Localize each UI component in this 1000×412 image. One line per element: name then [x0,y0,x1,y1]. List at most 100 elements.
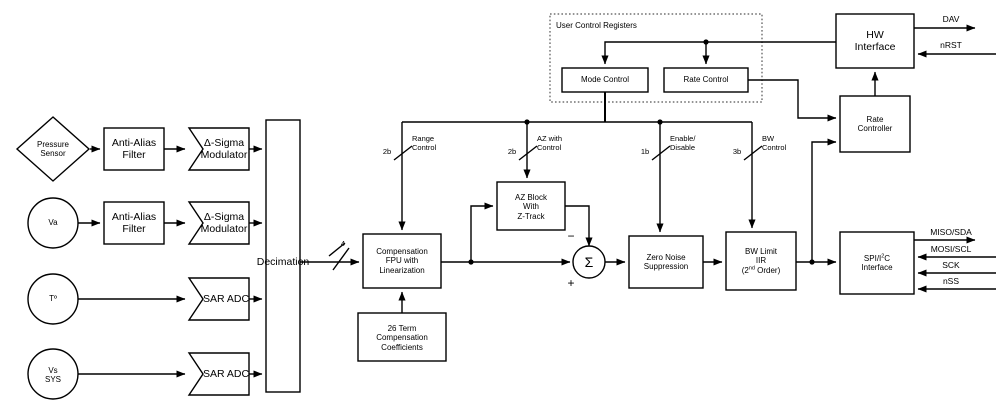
pressure-sensor-label: Pressure Sensor [17,132,89,166]
anti-alias-filter-1-shape [103,127,165,171]
range-control-bits: 2b [382,146,392,156]
delta-sigma-modulator-2-label: Δ-Sigma Modulator [198,205,250,241]
spi-post: C [884,253,891,263]
zero-noise-line2: Suppression [643,262,689,271]
hw-interface-line1: HW [866,28,884,41]
delta-sigma-modulator-2-shape [187,201,250,245]
az-control-label: AZ with Control [537,132,583,156]
spi-i2c-label: SPI/I2C Interface [840,240,914,286]
va-source-label: Va [48,218,58,228]
zero-noise-label: Zero Noise Suppression [629,244,703,280]
bw-control-label: BW Control [762,132,806,156]
bw-limit-shape [725,231,797,291]
spi-sup: 2 [881,253,885,260]
anti-alias-filter-1-label: Anti-Alias Filter [104,131,164,167]
modulator-2-line1: Δ-Sigma [203,210,245,223]
mosi-scl-signal-label: MOSI/SCL [930,243,972,254]
fpu-line3: Linearization [379,265,425,275]
summation-minus-sign: − [567,229,575,244]
rate-controller-label: Rate Controller [840,102,910,146]
pressure-sensor-shape [15,116,91,182]
sck-signal-label: SCK [942,259,960,270]
nss-signal-label: nSS [942,275,960,286]
rate-control-shape [663,67,749,93]
modulator-2-line2: Modulator [200,223,248,235]
anti-alias-2-line1: Anti-Alias [111,210,157,223]
vs-sys-line2: SYS [44,375,61,384]
range-control-line1: Range [412,134,435,144]
pressure-sensor-line2: Sensor [40,149,66,158]
coefficients-shape [357,312,447,362]
rate-control-label: Rate Control [683,75,729,85]
delta-sigma-modulator-1-shape [187,127,250,171]
bw-limit-label: BW Limit IIR (2nd Order) [726,237,796,285]
user-control-registers-group-shape [549,13,763,103]
az-block-shape [496,181,566,231]
vs-sys-source-label: Vs SYS [28,362,78,388]
nrst-signal-label: nRST [940,39,962,50]
sar-adc-2-shape [187,352,250,396]
decimation-label: Decimation [256,255,310,268]
summation-plus-sign: + [567,276,575,291]
az-block-line3: Z-Track [517,211,545,221]
enable-disable-line1: Enable/ [670,134,696,144]
compensation-fpu-label: Compensation FPU with Linearization [363,238,441,284]
mode-control-label: Mode Control [580,75,630,85]
bw-limit-line2: IIR [755,256,767,266]
range-control-label: Range Control [412,132,456,156]
spi-i2c-line2: Interface [861,263,893,272]
bw-limit-line1: BW Limit [745,247,777,257]
sar-adc-1-label: SAR ADC [202,292,250,305]
coefficients-line1: 26 Term [387,324,417,334]
enable-disable-bits: 1b [640,146,650,156]
coefficients-line2: Compensation [376,333,428,343]
sar-adc-1-shape [187,277,250,321]
range-control-line2: Control [412,143,437,152]
rate-controller-line2: Controller [857,124,893,133]
vs-sys-line1: Vs [48,365,58,375]
az-control-line1: AZ with [537,134,563,144]
temperature-source-label: Tº [49,294,57,304]
hw-interface-shape [835,13,915,69]
compensation-fpu-shape [362,233,442,289]
decimation-shape [265,119,301,393]
az-block-line1: AZ Block [514,193,547,203]
delta-sigma-modulator-1-label: Δ-Sigma Modulator [198,131,250,167]
decimation-bus-width-label: 4 [340,238,346,248]
hw-interface-label: HW Interface [836,20,914,62]
fpu-line2: FPU with [385,256,419,266]
az-control-bits: 2b [507,146,517,156]
rate-controller-shape [839,95,911,153]
modulator-1-line1: Δ-Sigma [203,136,245,149]
az-control-line2: Control [537,143,562,152]
anti-alias-2-line2: Filter [122,223,146,235]
anti-alias-filter-2-shape [103,201,165,245]
bw-order-sup: nd [748,264,755,271]
user-control-registers-title: User Control Registers [556,21,637,31]
spi-pre: SPI/I [863,253,882,263]
sar-adc-2-label: SAR ADC [202,367,250,380]
rate-controller-line1: Rate [866,114,884,124]
anti-alias-1-line1: Anti-Alias [111,136,157,149]
anti-alias-1-line2: Filter [122,149,146,161]
spi-i2c-line1: SPI/I2C [863,253,891,263]
enable-disable-line2: Disable [670,143,696,152]
anti-alias-filter-2-label: Anti-Alias Filter [104,205,164,241]
bw-control-line1: BW [762,134,775,144]
az-block-label: AZ Block With Z-Track [497,186,565,228]
az-block-line2: With [523,202,539,212]
summation-symbol: Σ [584,253,594,270]
zero-noise-shape [628,235,704,289]
bw-order-post: Order) [754,265,781,275]
zero-noise-line1: Zero Noise [646,252,686,262]
dav-signal-label: DAV [942,13,960,24]
coefficients-label: 26 Term Compensation Coefficients [358,317,446,359]
coefficients-line3: Coefficients [381,342,423,352]
enable-disable-label: Enable/ Disable [670,132,716,156]
spi-i2c-shape [839,231,915,295]
pressure-sensor-line1: Pressure [36,139,69,149]
miso-sda-signal-label: MISO/SDA [930,226,972,237]
hw-interface-line2: Interface [854,41,896,53]
